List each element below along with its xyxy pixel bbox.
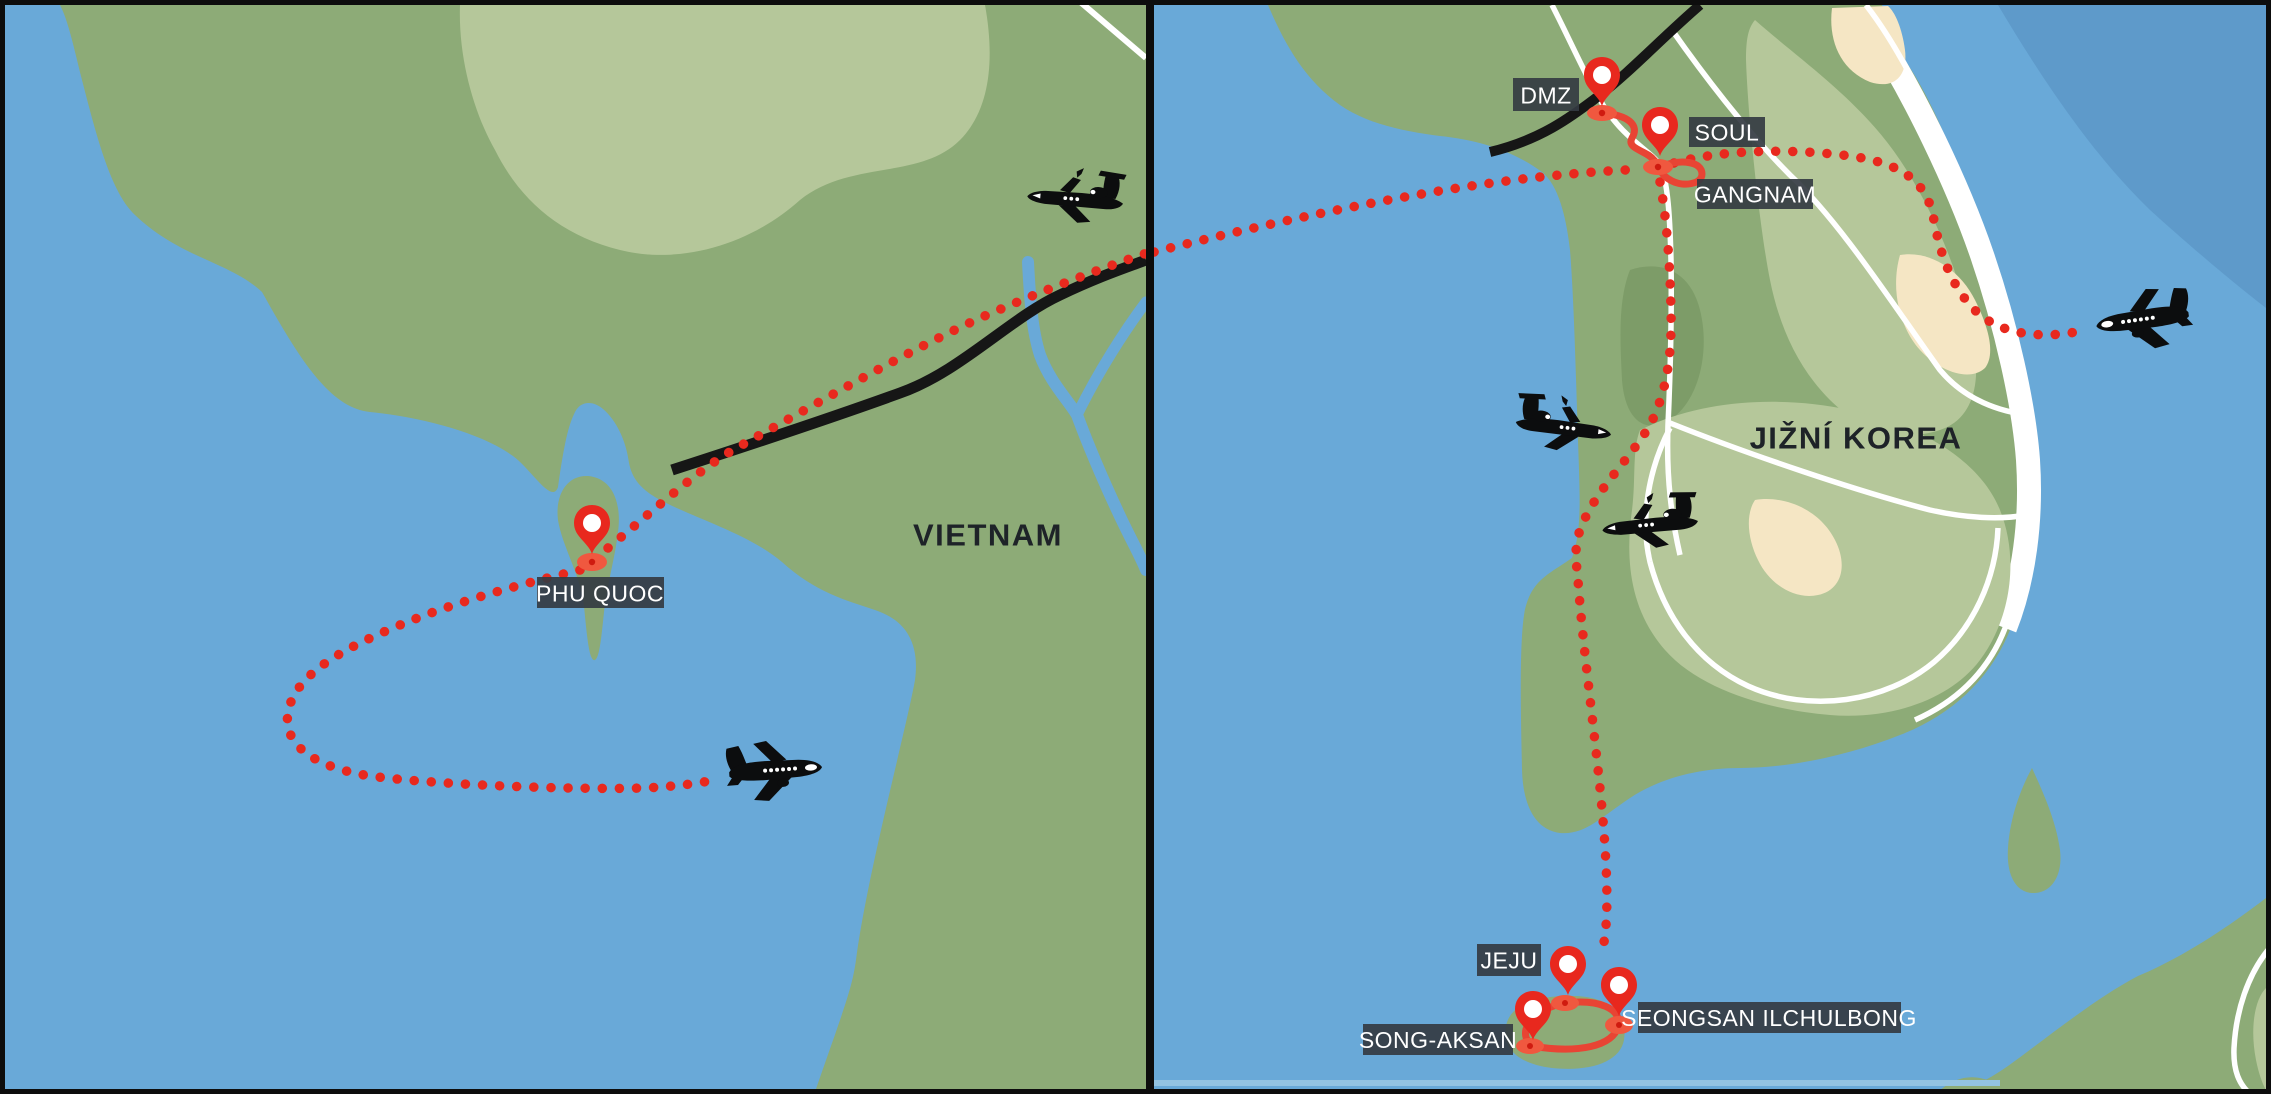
hub-song-aksan-dot (1527, 1043, 1533, 1049)
road-korea-cross (1668, 420, 2027, 521)
river-branch (1071, 296, 1146, 421)
route-gangnam-jeju-dotted (1571, 177, 1676, 947)
chip-label-soul: SOUL (1695, 120, 1760, 146)
panel-vietnam: PHU QUOC VIETNAM (5, 5, 1146, 1089)
panel-korea: DMZ SOUL GANGNAM JEJU SEONGSAN ILCHULBON… (1154, 5, 2266, 1089)
chip-bg-gangnam (1697, 179, 1813, 209)
korea-ridge-west (1620, 266, 1704, 426)
vietnam-mainland (60, 5, 1146, 1089)
chip-bg-phu-quoc (537, 577, 664, 608)
chip-label-phu-quoc: PHU QUOC (536, 581, 664, 607)
marker-chip-jeju[interactable]: JEJU (1477, 944, 1541, 976)
deep-sea-band (1998, 5, 2266, 308)
hub-phu-quoc-dot (588, 558, 596, 566)
route-phuquoc-soul-dotted-left (603, 248, 1146, 553)
sand-patch-northeast (1831, 6, 1906, 85)
hub-dmz-dot (1598, 109, 1606, 117)
marker-chip-phu-quoc[interactable]: PHU QUOC (536, 577, 664, 608)
hub-jeju-dot (1562, 1000, 1568, 1006)
island-teardrop-east (2007, 768, 2061, 894)
chip-label-jeju: JEJU (1481, 948, 1538, 974)
chip-bg-dmz (1513, 78, 1579, 111)
highway-vietnam (670, 254, 1146, 476)
chip-label-dmz: DMZ (1520, 83, 1571, 109)
country-label-jizni-korea: JIŽNÍ KOREA (1750, 420, 1963, 456)
marker-chip-gangnam[interactable]: GANGNAM (1694, 179, 1816, 209)
route-phuquoc-soul-dotted-right (1154, 164, 1647, 257)
road-korea-east-coast (1863, 5, 2032, 723)
chip-bg-jeju (1477, 944, 1541, 976)
road-southeast-landmass (2231, 948, 2266, 1089)
marker-chip-song-aksan[interactable]: SONG-AKSAN (1359, 1024, 1517, 1055)
hub-gangnam-dot (1654, 163, 1662, 171)
chip-bg-seongsan (1638, 1002, 1901, 1033)
shore-strip (1154, 1080, 2000, 1086)
route-gangnam-eastsea-dotted (1669, 146, 2091, 340)
route-gangnam-loop-solid (1656, 158, 1706, 188)
sand-patch-central (1748, 499, 1842, 596)
landmass-southeast (1967, 898, 2266, 1089)
vietnam-highland (459, 5, 990, 255)
marker-chip-soul[interactable]: SOUL (1689, 117, 1765, 147)
road-korea-diagonal (1669, 28, 2031, 418)
marker-chip-seongsan[interactable]: SEONGSAN ILCHULBONG (1621, 1002, 1917, 1033)
chip-label-seongsan: SEONGSAN ILCHULBONG (1621, 1005, 1917, 1031)
chip-bg-soul (1689, 117, 1765, 147)
marker-chip-dmz[interactable]: DMZ (1513, 78, 1579, 111)
country-label-vietnam: VIETNAM (913, 518, 1063, 553)
chip-bg-song-aksan (1363, 1024, 1513, 1055)
chip-label-song-aksan: SONG-AKSAN (1359, 1027, 1517, 1053)
hub-seongsan-dot (1616, 1022, 1622, 1028)
panel-divider (1146, 0, 1154, 1094)
chip-label-gangnam: GANGNAM (1694, 182, 1816, 208)
highland-southeast-corner (2253, 988, 2266, 1089)
route-phuquoc-loop-dotted (282, 565, 719, 794)
road-white-left (1079, 5, 1146, 61)
